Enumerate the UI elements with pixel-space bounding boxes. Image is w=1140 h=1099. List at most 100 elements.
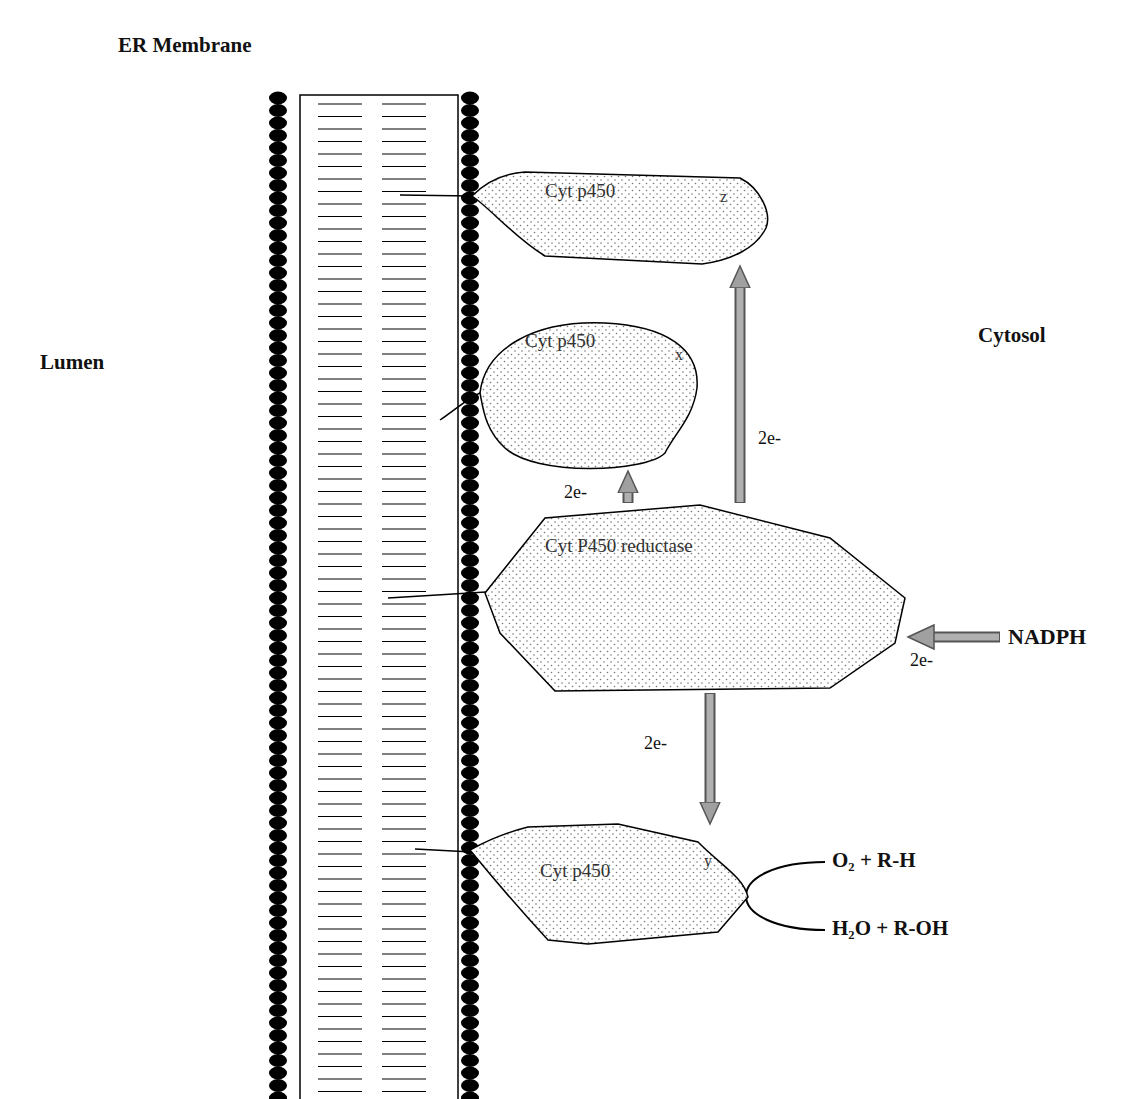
lipid-tail	[318, 816, 362, 817]
lipid-tail	[382, 666, 426, 667]
lipid-head	[269, 329, 287, 342]
lipid-head	[461, 567, 479, 580]
lipid-tail	[318, 653, 362, 654]
lipid-head	[461, 992, 479, 1005]
lipid-tail	[318, 203, 362, 204]
lipid-tail	[318, 566, 362, 567]
lipid-head	[461, 329, 479, 342]
lipid-head	[269, 1029, 287, 1042]
lipid-head	[461, 754, 479, 767]
lipid-head	[269, 517, 287, 530]
lipid-tail	[318, 1016, 362, 1017]
lipid-tail	[318, 441, 362, 442]
isoform-letter: x	[675, 346, 683, 364]
lipid-head	[269, 929, 287, 942]
lipid-head	[269, 104, 287, 117]
lipid-head	[269, 892, 287, 905]
lipid-tail	[318, 491, 362, 492]
lipid-head	[461, 529, 479, 542]
lipid-head	[269, 854, 287, 867]
lipid-tail	[318, 778, 362, 779]
lipid-tail	[318, 916, 362, 917]
lipid-head	[461, 654, 479, 667]
lipid-head	[461, 717, 479, 730]
lipid-head	[269, 1004, 287, 1017]
lipid-head	[269, 154, 287, 167]
lipid-head	[461, 204, 479, 217]
lipid-tail	[382, 903, 426, 904]
lipid-tail	[318, 1078, 362, 1079]
lipid-head	[461, 467, 479, 480]
compartment-label: Lumen	[40, 350, 104, 375]
lipid-tail	[382, 328, 426, 329]
lipid-tail	[318, 528, 362, 529]
lipid-head	[269, 429, 287, 442]
lipid-head	[461, 792, 479, 805]
lipid-head	[461, 929, 479, 942]
lipid-tail	[318, 341, 362, 342]
anchor-line	[415, 849, 472, 852]
lipid-tail	[318, 691, 362, 692]
lipid-tail	[382, 766, 426, 767]
lipid-tail	[318, 991, 362, 992]
lipid-tail	[382, 416, 426, 417]
lipid-tail	[318, 616, 362, 617]
lipid-head	[461, 629, 479, 642]
lipid-tail	[382, 978, 426, 979]
lipid-tail	[382, 478, 426, 479]
electron-label: 2e-	[562, 482, 589, 503]
lipid-head	[461, 742, 479, 755]
lipid-head	[461, 617, 479, 630]
lipid-tail	[382, 566, 426, 567]
lipid-head	[269, 204, 287, 217]
lipid-head	[461, 829, 479, 842]
lipid-tail	[382, 403, 426, 404]
lipid-head	[269, 529, 287, 542]
electron-arrow	[710, 693, 711, 822]
lipid-tail	[318, 803, 362, 804]
lipid-head	[461, 442, 479, 455]
lipid-tail	[382, 553, 426, 554]
lipid-head	[461, 179, 479, 192]
lipid-tail	[382, 1066, 426, 1067]
cofactor-label: NADPH	[1008, 624, 1086, 650]
lipid-tail	[382, 453, 426, 454]
lipid-tail	[318, 578, 362, 579]
lipid-head	[269, 654, 287, 667]
lipid-tail	[318, 1028, 362, 1029]
lipid-tail	[382, 278, 426, 279]
lipid-head	[461, 779, 479, 792]
electron-arrow	[740, 268, 741, 503]
lipid-tail	[382, 966, 426, 967]
lipid-tail	[318, 153, 362, 154]
protein-blob: Cyt P450 reductase	[480, 503, 908, 693]
lipid-head	[461, 892, 479, 905]
lipid-tail	[318, 603, 362, 604]
lipid-tail	[318, 453, 362, 454]
lipid-head	[269, 179, 287, 192]
lipid-head	[461, 417, 479, 430]
lipid-tail	[382, 816, 426, 817]
lipid-head	[269, 792, 287, 805]
lipid-head	[269, 442, 287, 455]
lipid-head	[269, 604, 287, 617]
lipid-head	[269, 479, 287, 492]
lipid-head	[269, 867, 287, 880]
lipid-tail	[318, 128, 362, 129]
anchor-lines	[388, 195, 486, 852]
lipid-tail	[382, 641, 426, 642]
lipid-head	[269, 279, 287, 292]
lipid-head	[461, 279, 479, 292]
lipid-head	[269, 304, 287, 317]
lipid-tail	[318, 353, 362, 354]
lipid-tail	[318, 303, 362, 304]
lipid-tail	[318, 166, 362, 167]
lipid-tail	[318, 878, 362, 879]
blob-outline	[470, 168, 770, 268]
lipid-tail	[382, 341, 426, 342]
lipid-tails	[318, 104, 426, 1092]
lipid-head	[461, 367, 479, 380]
lipid-tail	[318, 666, 362, 667]
lipid-tail	[382, 878, 426, 879]
